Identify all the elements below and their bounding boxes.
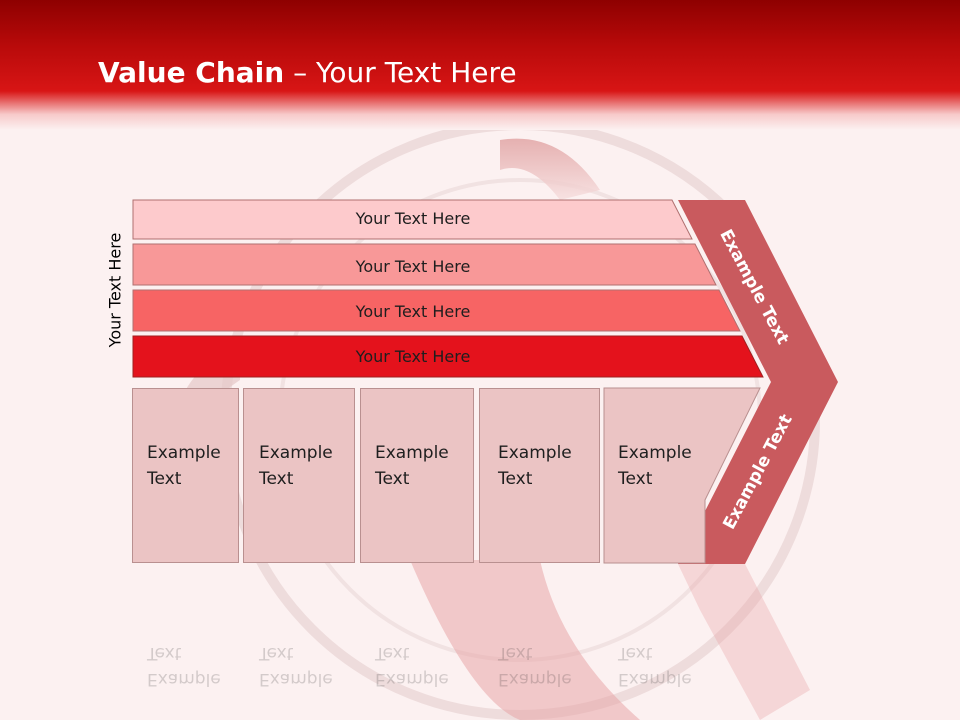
page-title: Value Chain – Your Text Here (98, 56, 517, 89)
support-row-2 (132, 243, 717, 286)
support-row-label-3: Your Text Here (355, 302, 471, 321)
support-row-label-4: Your Text Here (355, 347, 471, 366)
primary-box-4 (479, 388, 600, 563)
primary-box-line2: Text (498, 469, 533, 489)
primary-box-line1: Example (259, 443, 333, 463)
primary-box-line1: Example (618, 443, 692, 463)
chevron-arrow (678, 200, 838, 564)
primary-box-line2: Text (259, 469, 294, 489)
title-bold: Value Chain (98, 56, 285, 89)
primary-box-line1: Example (498, 443, 572, 463)
chevron-reflection (678, 564, 810, 720)
support-row-4 (132, 335, 764, 378)
primary-box-2 (243, 388, 355, 563)
primary-box-3 (360, 388, 474, 563)
support-row-label-2: Your Text Here (355, 257, 471, 276)
primary-box-line1: Example (375, 443, 449, 463)
primary-box-line1: Example (147, 443, 221, 463)
primary-box-line2: Text (147, 469, 182, 489)
support-row-label-1: Your Text Here (355, 209, 471, 228)
primary-box-line2: Text (375, 469, 410, 489)
primary-box-line2: Text (618, 469, 653, 489)
header-banner (0, 0, 960, 130)
title-rest: – Your Text Here (284, 56, 517, 89)
support-row-3 (132, 289, 741, 332)
support-row-1 (132, 199, 693, 240)
primary-box-1 (132, 388, 239, 563)
